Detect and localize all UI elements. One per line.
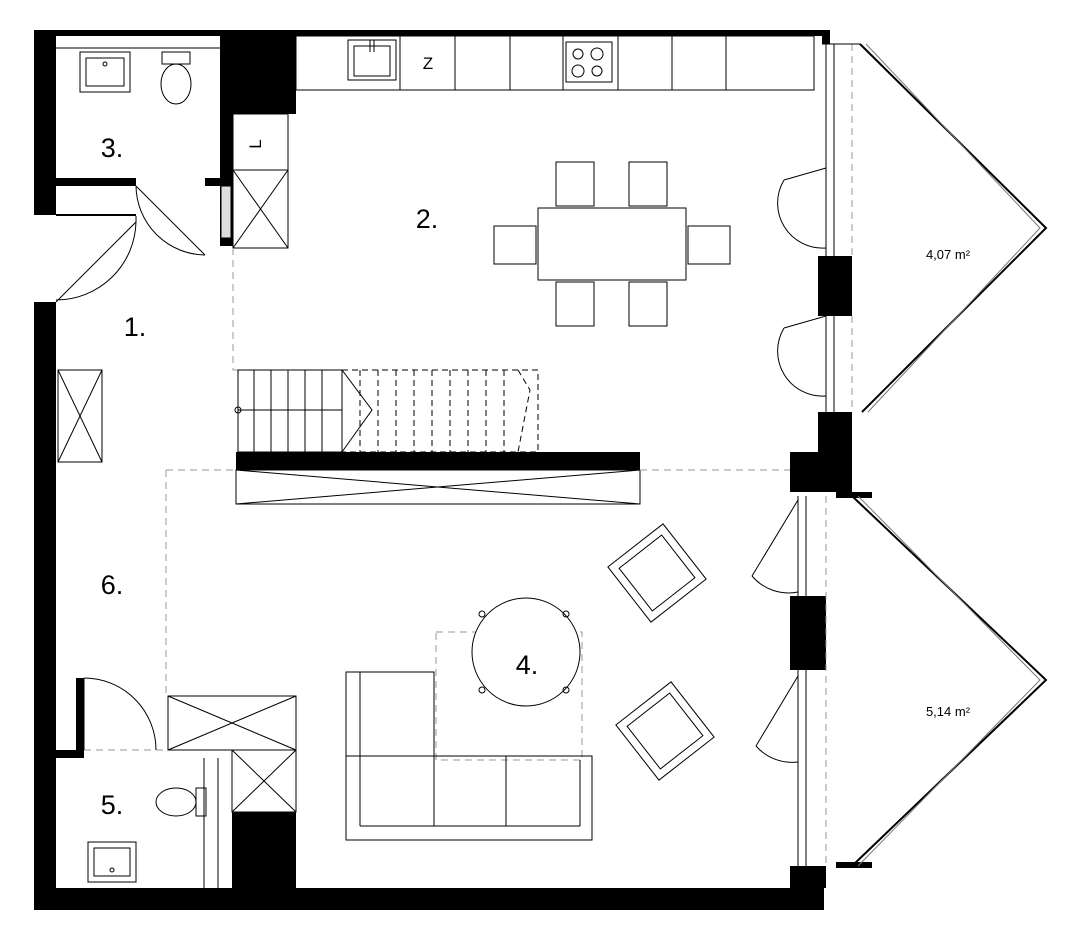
washer-mark: L (246, 139, 265, 148)
entry-door (55, 216, 137, 303)
room-label-6: 6. (101, 570, 124, 600)
window-lower (797, 492, 872, 868)
coffee-table (435, 597, 583, 761)
hall-cabinet (57, 369, 103, 463)
door-frame-small (220, 185, 232, 239)
room-label-1: 1. (124, 312, 147, 342)
armchair-upper (607, 523, 707, 623)
bathroom-5-cabinet (167, 695, 297, 813)
balcony-upper-area: 4,07 m² (926, 247, 971, 262)
toilet-icon (155, 787, 207, 817)
bathroom-5-door (83, 677, 157, 751)
balcony-lower (851, 495, 1048, 867)
bathroom-5-fixtures (87, 758, 219, 888)
corner-sofa (345, 671, 593, 841)
bathroom-3-fixtures (56, 47, 220, 105)
toilet-icon (160, 51, 192, 105)
washbasin-icon (87, 841, 137, 883)
room-label-4: 4. (516, 650, 539, 680)
balcony-upper (859, 43, 1048, 413)
balcony-door-lower-1 (751, 499, 799, 594)
armchair-lower (615, 681, 715, 781)
window-upper (822, 43, 860, 412)
kitchen-sink-icon (347, 39, 397, 81)
dining-table (493, 161, 731, 327)
cooktop-icon (565, 41, 613, 83)
fridge-mark: Z (423, 54, 433, 73)
room-label-5: 5. (101, 790, 124, 820)
stair-storage-cabinet (235, 469, 641, 505)
staircase (232, 248, 539, 453)
balcony-door-upper-2 (777, 315, 827, 397)
balcony-door-upper-1 (777, 167, 827, 249)
washer-cabinet: L (232, 113, 289, 171)
room-label-3: 3. (101, 133, 124, 163)
cabinet-upper (232, 169, 289, 249)
balcony-door-lower-2 (755, 675, 799, 763)
bathroom-3-door (135, 185, 206, 256)
kitchen-counter (295, 35, 815, 91)
balcony-lower-area: 5,14 m² (926, 704, 971, 719)
room-label-2: 2. (416, 204, 439, 234)
